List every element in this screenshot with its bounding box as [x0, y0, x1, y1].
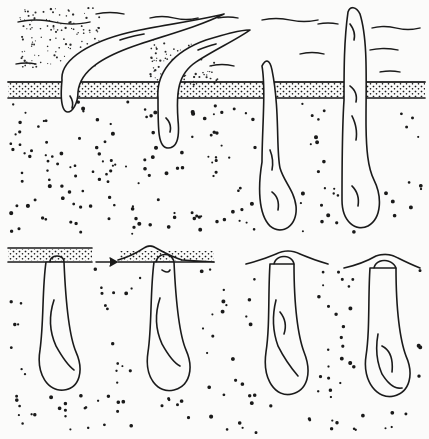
tube-stage-4: [365, 261, 410, 397]
arrow-icon: [96, 258, 117, 266]
tube-stage-1: [39, 256, 80, 390]
tube-stage-2: [147, 255, 190, 391]
tube-stage-3: [265, 257, 308, 395]
bottom-panel-seabed: [8, 246, 420, 268]
worm-stage-4-tube-formed: [342, 8, 379, 228]
